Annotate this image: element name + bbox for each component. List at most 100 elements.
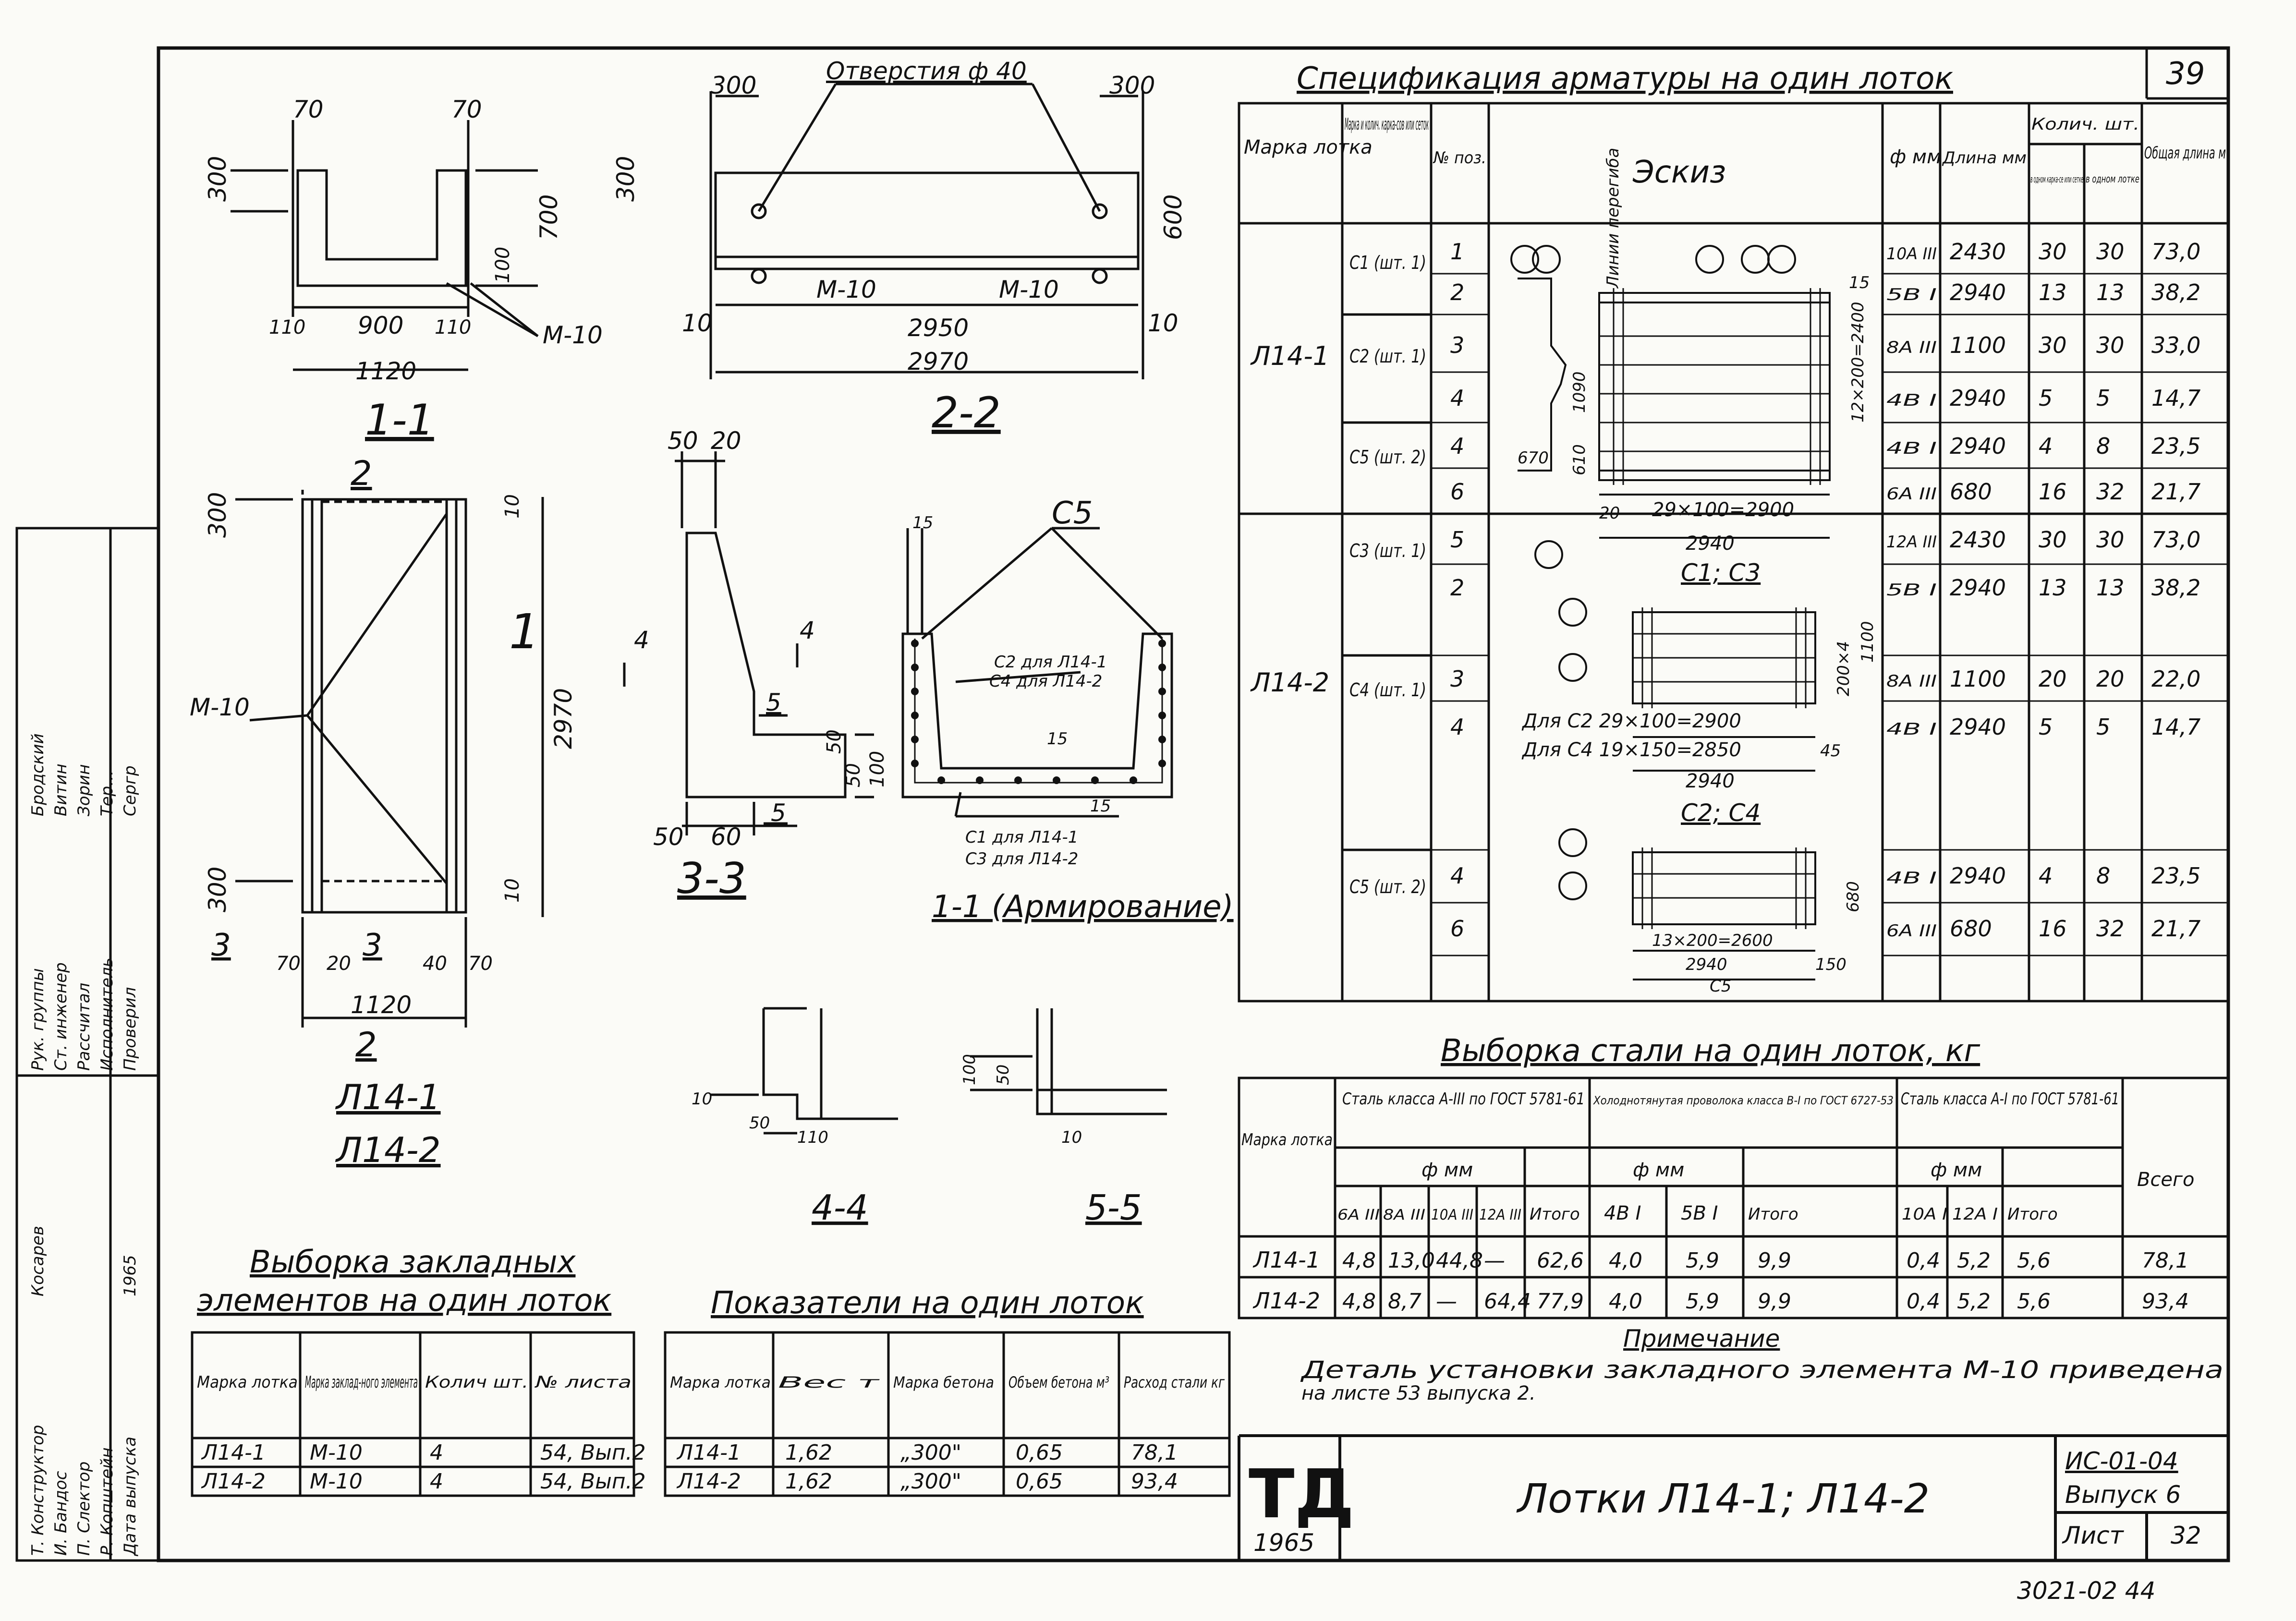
title-issue: Выпуск 6 (2065, 1481, 2181, 1509)
spec-pos: 4 (1450, 714, 1464, 740)
reinf-d15-c: 15 (1090, 797, 1111, 816)
spec-length: 2940 (1950, 279, 2006, 305)
sec22-m10-a: М-10 (816, 276, 876, 303)
spec-dia: 6А III (1886, 484, 1937, 504)
sec22-d600: 600 (1159, 194, 1187, 240)
sketch-dim-1090: 1090 (1570, 371, 1589, 413)
spec-length: 680 (1950, 479, 1992, 505)
spec-h-qty-tray: в одном лотке (2086, 173, 2139, 185)
spec-length: 2940 (1950, 385, 2006, 411)
stamp-role: Дата выпуска (121, 1437, 140, 1557)
spec-table (1238, 102, 2230, 1003)
spec-pos: 4 (1450, 385, 1464, 411)
sec33-d50-c: 50 (823, 729, 845, 754)
reinforcement-dots (911, 640, 1166, 784)
spec-frame: С3 (шт. 1) (1349, 540, 1426, 561)
spec-pos: 3 (1450, 666, 1464, 692)
section-5-5-drawing (970, 1008, 1167, 1115)
spec-dia: 4В I (1886, 869, 1937, 888)
sec11-d300: 300 (204, 156, 231, 202)
stamp-name: Сергр (121, 765, 140, 816)
sec11-d700: 700 (535, 194, 563, 240)
spec-qty-frame: 16 (2039, 916, 2067, 942)
spec-frame: С2 (шт. 1) (1349, 346, 1426, 367)
spec-dia: 10А III (1886, 244, 1937, 264)
stamp-name: Бродский (28, 733, 48, 816)
sketch-dim-610: 610 (1570, 444, 1589, 475)
stamp-role: П. Слектор (74, 1462, 94, 1556)
stamp-role: И. Бандос (51, 1471, 71, 1556)
sec44-d10: 10 (692, 1089, 712, 1109)
sketch-dim-1100: 1100 (1858, 621, 1877, 663)
embedded-cell: М-10 (310, 1469, 363, 1494)
steel-table (1238, 1077, 2230, 1319)
spec-qty-frame: 5 (2039, 714, 2053, 740)
spec-h-total: Общая длина м (2144, 144, 2226, 163)
sec44-d110: 110 (797, 1128, 828, 1147)
spec-dia: 4В I (1886, 391, 1937, 410)
stamp-role: Рассчитал (74, 983, 94, 1071)
title-sheet: 32 (2171, 1522, 2201, 1549)
steel-a3-value: 13,0 (1388, 1248, 1435, 1273)
reinf-c2c4b: С4 для Л14-2 (989, 672, 1102, 691)
embedded-cell: М-10 (310, 1440, 363, 1465)
spec-h-qty-frame: в одном карка-се или сетке (2030, 173, 2083, 185)
sketch-label-s2-name: С2; С4 (1681, 799, 1761, 827)
sec55-d10: 10 (1061, 1128, 1082, 1147)
spec-qty-tray: 32 (2096, 916, 2125, 942)
spec-h-qty: Колич. шт. (2031, 115, 2139, 134)
steel-a1-value: 5,2 (1957, 1289, 1991, 1314)
indicators-cell: 93,4 (1131, 1469, 1178, 1494)
spec-dia: 4В I (1886, 720, 1937, 739)
spec-pos: 6 (1450, 916, 1464, 942)
sec55-d50: 50 (994, 1065, 1013, 1085)
plan-d70-b: 70 (468, 953, 493, 975)
spec-qty-tray: 8 (2096, 433, 2110, 459)
sketch-label-s1-name: С1; С3 (1681, 559, 1761, 587)
spec-total: 21,7 (2151, 479, 2200, 505)
sec11-m10: М-10 (543, 321, 603, 349)
embedded-title-1: Выборка закладных (250, 1245, 576, 1280)
sketch-label-s5-name: С5 (1710, 977, 1731, 996)
spec-qty-tray: 32 (2096, 479, 2125, 505)
sec22-d300-b: 300 (1109, 72, 1155, 99)
steel-col-b1: 4В I (1604, 1202, 1641, 1224)
steel-h-itogo-b1: Итого (1748, 1205, 1798, 1224)
spec-length: 2940 (1950, 575, 2006, 601)
rebar-sketch (1510, 245, 1831, 980)
embedded-header: Колич шт. (425, 1373, 528, 1392)
plan-m10: М-10 (190, 693, 250, 721)
steel-total: 78,1 (2142, 1248, 2189, 1273)
spec-h-dia: ф мм (1890, 146, 1941, 168)
sec11-d1120: 1120 (355, 357, 416, 385)
steel-b1-total: 9,9 (1758, 1289, 1791, 1314)
reinforcement-drawing (901, 527, 1173, 818)
spec-length: 2940 (1950, 714, 2006, 740)
indicators-header: Марка бетона (893, 1373, 994, 1391)
spec-total: 14,7 (2151, 714, 2200, 740)
indicators-cell: Л14-1 (676, 1440, 741, 1465)
reinf-label: 1-1 (Армирование) (932, 889, 1234, 925)
sketch-dim-15: 15 (1849, 273, 1870, 292)
indicators-cell: 1,62 (785, 1440, 832, 1465)
sketch-dim-12x200: 12×200=2400 (1848, 302, 1868, 423)
spec-length: 2430 (1950, 239, 2006, 265)
plan-d20-a: 20 (327, 953, 351, 975)
spec-pos: 4 (1450, 433, 1464, 459)
spec-mark: Л14-2 (1250, 667, 1329, 698)
steel-h-a3: Сталь класса А-III по ГОСТ 5781-61 (1342, 1089, 1585, 1109)
steel-col-a3: 10А III (1431, 1207, 1473, 1223)
sec22-d300-a: 300 (711, 72, 756, 99)
indicators-cell: 0,65 (1016, 1440, 1063, 1465)
spec-total: 23,5 (2151, 863, 2200, 889)
sec22-label: 2-2 (932, 388, 1001, 437)
sketch-label-s2b: Для С4 19×150=2850 (1521, 739, 1741, 761)
embedded-cell: 4 (430, 1440, 443, 1465)
sketch-label-s5-total: 2940 (1686, 955, 1727, 974)
plan-mark-2-top: 2 (351, 454, 372, 493)
sec11-d110-b: 110 (435, 316, 471, 339)
spec-qty-tray: 30 (2096, 239, 2125, 265)
side-stamp (15, 527, 160, 1562)
indicators-cell: „300" (900, 1469, 961, 1494)
